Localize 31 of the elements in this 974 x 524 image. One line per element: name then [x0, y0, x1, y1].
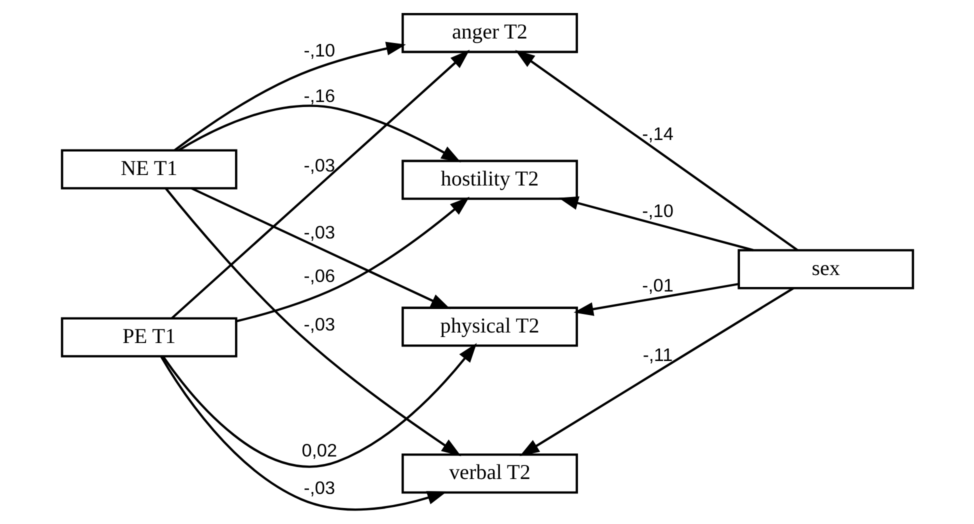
arrow — [160, 356, 446, 511]
edge-label: -,16 — [303, 86, 335, 106]
edge-label: -,03 — [303, 314, 335, 335]
arrow — [558, 196, 754, 252]
node-box: PE T1 — [60, 317, 237, 358]
arrow — [174, 42, 406, 152]
node-box: anger T2 — [401, 12, 578, 54]
node-box: physical T2 — [401, 306, 578, 347]
edge-label: -,06 — [303, 266, 335, 286]
arrow — [519, 287, 794, 456]
arrow — [190, 187, 450, 310]
edge-label: -,10 — [642, 201, 673, 222]
arrow — [514, 50, 798, 252]
edge-label: -,14 — [642, 124, 673, 144]
edge-label: -,11 — [642, 344, 672, 365]
node-box: verbal T2 — [401, 454, 578, 494]
arrow — [178, 104, 460, 162]
arrow — [573, 282, 738, 316]
edge-label: -,03 — [303, 222, 335, 242]
edge-label: -,03 — [303, 478, 335, 498]
edge-label: -,03 — [303, 156, 335, 176]
edge-label: -,10 — [303, 40, 335, 61]
node-box: hostility T2 — [401, 160, 578, 200]
arrow — [162, 343, 476, 468]
node-box: NE T1 — [60, 149, 237, 190]
arrow — [235, 196, 469, 322]
edge-label: 0,02 — [301, 440, 337, 460]
arrow — [164, 188, 461, 456]
node-box: sex — [737, 249, 914, 290]
arrow — [170, 50, 470, 320]
edge-label: -,01 — [642, 275, 673, 296]
